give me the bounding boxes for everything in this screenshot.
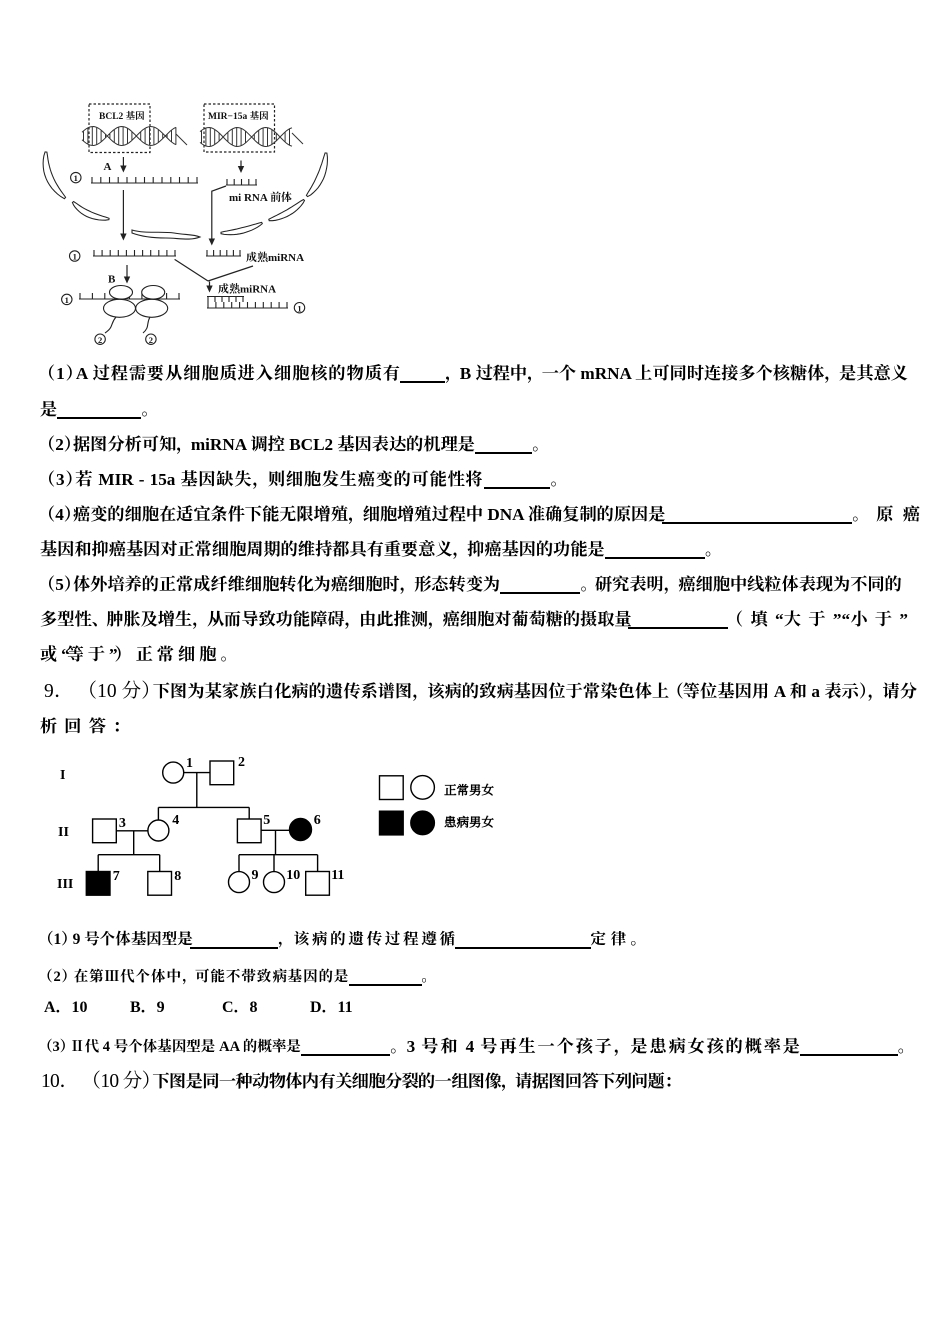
svg-text:1: 1	[186, 756, 193, 771]
svg-text:2: 2	[238, 755, 245, 770]
svg-text:3: 3	[119, 816, 126, 831]
svg-text:1: 1	[74, 173, 78, 183]
svg-text:II: II	[58, 825, 69, 840]
svg-text:2: 2	[98, 335, 102, 345]
svg-text:A: A	[104, 161, 112, 173]
svg-text:6: 6	[314, 813, 321, 828]
svg-text:7: 7	[113, 869, 120, 884]
svg-text:患病男女: 患病男女	[444, 815, 495, 830]
svg-text:11: 11	[331, 868, 344, 883]
svg-text:1: 1	[73, 252, 77, 262]
svg-text:8: 8	[174, 869, 181, 884]
svg-text:5: 5	[263, 813, 270, 828]
svg-text:MIR−15a 基因: MIR−15a 基因	[208, 110, 269, 122]
svg-text:BCL2 基因: BCL2 基因	[99, 110, 145, 122]
svg-text:B: B	[108, 274, 116, 286]
svg-text:9: 9	[252, 868, 259, 883]
svg-text:10: 10	[286, 868, 300, 883]
svg-text:III: III	[57, 877, 73, 892]
svg-text:正常男女: 正常男女	[443, 783, 495, 798]
svg-text:1: 1	[297, 303, 301, 313]
svg-text:成熟miRNA: 成熟miRNA	[218, 283, 276, 296]
svg-text:成熟miRNA: 成熟miRNA	[246, 251, 304, 264]
svg-text:mi RNA 前体: mi RNA 前体	[229, 191, 292, 204]
svg-text:2: 2	[149, 335, 153, 345]
svg-text:I: I	[60, 768, 65, 783]
svg-text:4: 4	[172, 813, 179, 828]
svg-text:1: 1	[65, 295, 69, 305]
